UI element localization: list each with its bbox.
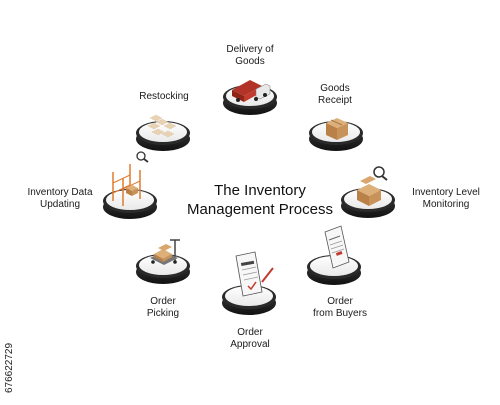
- step-label-monitoring: Inventory Level Monitoring: [412, 187, 480, 210]
- step-label-updating: Inventory Data Updating: [27, 187, 93, 210]
- diagram-title: The Inventory Management Process: [187, 182, 333, 218]
- stock-id: 676622729: [4, 342, 15, 393]
- cardboard-box-icon: [326, 118, 348, 140]
- step-label-receipt: Goods Receipt: [318, 83, 352, 106]
- platform-restocking: [136, 121, 190, 151]
- platform-updating: [103, 189, 157, 219]
- step-label-buyers: Order from Buyers: [313, 296, 367, 319]
- order-document-icon: [324, 225, 350, 269]
- warehouse-shelf-icon: [112, 151, 149, 206]
- hand-trolley-icon: [150, 239, 180, 265]
- restocking-boxes-icon: [147, 114, 177, 138]
- approval-document-icon: [235, 251, 274, 297]
- step-label-delivery: Delivery of Goods: [226, 44, 274, 67]
- step-label-approval: Order Approval: [230, 327, 270, 350]
- delivery-truck-icon: [232, 80, 271, 102]
- step-label-restocking: Restocking: [139, 91, 189, 102]
- box-magnifier-icon: [357, 166, 388, 206]
- step-label-picking: Order Picking: [146, 296, 180, 319]
